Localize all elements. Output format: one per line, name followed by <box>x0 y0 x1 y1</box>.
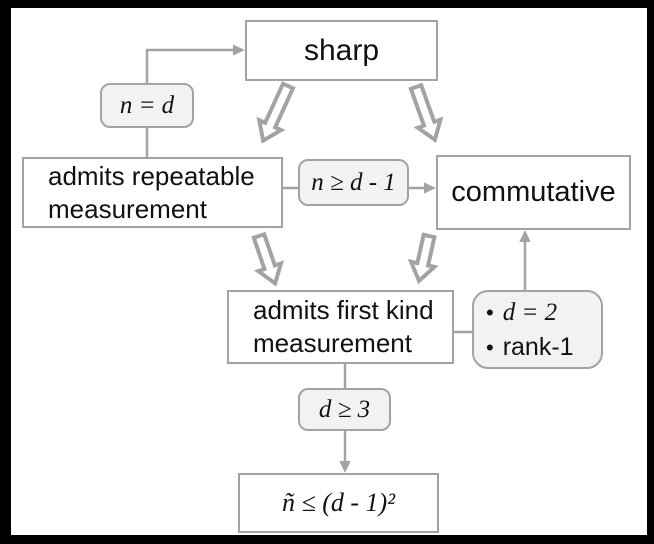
node-repeatable-line1: admits repeatable <box>48 160 255 191</box>
conditions-box: • d = 2 • rank-1 <box>472 290 603 369</box>
arrowhead-into-commutative-left-icon <box>424 182 436 194</box>
implies-arrow-repeatable-to-firstkind-icon <box>251 231 285 287</box>
edge-label-d-ge-3: d ≥ 3 <box>298 388 391 431</box>
condition-d-equals-2-text: d = 2 <box>502 298 558 326</box>
node-commutative-label: commutative <box>451 176 616 208</box>
implies-arrow-sharp-to-commutative-icon <box>408 82 444 143</box>
node-repeatable-line2: measurement <box>48 193 207 224</box>
arrowhead-into-commutative-bottom-icon <box>519 230 531 242</box>
node-admits-first-kind-measurement: admits first kind measurement <box>227 290 454 364</box>
edge-label-n-equals-d-text: n = d <box>119 91 175 119</box>
node-firstkind-line2: measurement <box>253 328 412 358</box>
node-commutative: commutative <box>436 155 631 230</box>
node-n-tilde-bound: ñ ≤ (d - 1)² <box>238 473 439 533</box>
bullet-icon: • <box>486 334 494 360</box>
condition-rank-1-text: rank-1 <box>502 332 574 361</box>
implies-arrow-sharp-to-repeatable-icon <box>256 81 296 144</box>
condition-item-rank-1: • rank-1 <box>486 330 601 365</box>
edge-label-n-ge-d-minus-1: n ≥ d - 1 <box>298 159 409 206</box>
node-admits-repeatable-measurement: admits repeatable measurement <box>22 157 283 228</box>
arrowhead-into-sharp-icon <box>233 44 245 56</box>
node-sharp-label: sharp <box>303 33 380 67</box>
arrowhead-into-bound-icon <box>339 461 351 473</box>
edge-label-d-ge-3-text: d ≥ 3 <box>318 395 371 423</box>
implies-arrow-commutative-to-firstkind-icon <box>407 232 439 285</box>
condition-item-d-equals-2: • d = 2 <box>486 295 601 330</box>
bullet-icon: • <box>486 299 494 325</box>
node-bound-formula: ñ ≤ (d - 1)² <box>281 488 396 517</box>
node-sharp: sharp <box>245 20 438 81</box>
node-firstkind-line1: admits first kind <box>253 295 434 325</box>
edge-label-n-ge-d-minus-1-text: n ≥ d - 1 <box>311 168 396 196</box>
edge-label-n-equals-d: n = d <box>100 83 194 128</box>
